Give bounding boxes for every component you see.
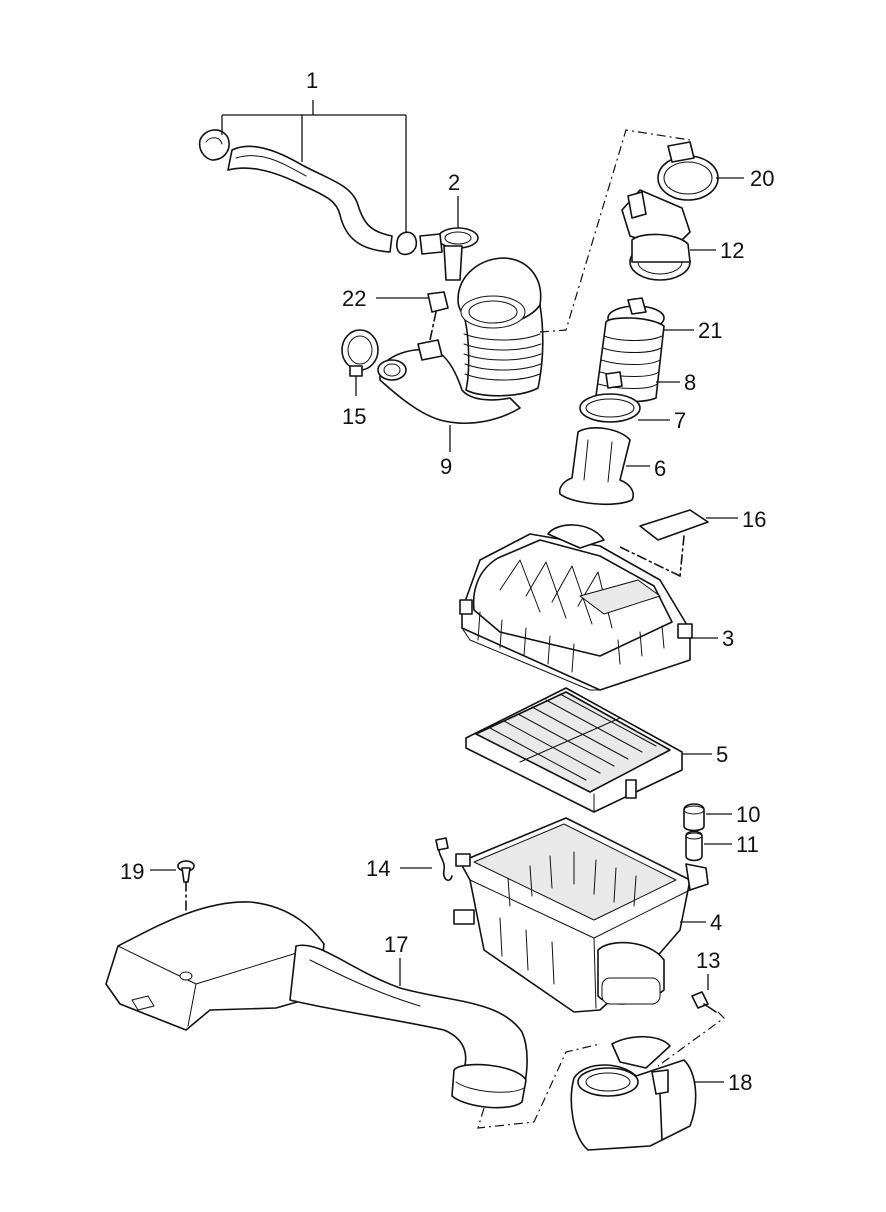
callout-22: 22 xyxy=(342,286,366,311)
callout-3: 3 xyxy=(722,626,734,651)
part-16-label xyxy=(617,509,709,577)
callout-17: 17 xyxy=(384,932,408,957)
part-7-hose-clamp xyxy=(579,393,641,423)
part-18-resonator xyxy=(570,1035,697,1151)
part-9-intake-duct xyxy=(377,257,544,425)
part-13-bolt xyxy=(691,991,717,1013)
part-20-hose-clamp xyxy=(657,141,719,201)
callout-1: 1 xyxy=(306,68,318,93)
part-2-pcv-fitting xyxy=(419,227,479,281)
part-12-air-flow-sensor xyxy=(621,189,691,281)
callout-9: 9 xyxy=(440,454,452,479)
callout-16: 16 xyxy=(742,507,766,532)
part-14-clip xyxy=(435,837,453,882)
callout-19: 19 xyxy=(120,859,144,884)
callout-12: 12 xyxy=(720,238,744,263)
callout-8: 8 xyxy=(684,370,696,395)
part-3-air-cleaner-cover xyxy=(459,524,693,691)
callout-13: 13 xyxy=(696,948,720,973)
callout-15: 15 xyxy=(342,404,366,429)
callout-2: 2 xyxy=(448,170,460,195)
part-11-collar xyxy=(685,830,703,862)
part-8-intake-hose xyxy=(595,317,665,403)
callout-6: 6 xyxy=(654,456,666,481)
callout-5: 5 xyxy=(716,742,728,767)
callout-7: 7 xyxy=(674,408,686,433)
callout-10: 10 xyxy=(736,802,760,827)
callout-20: 20 xyxy=(750,166,774,191)
part-17-air-intake-duct xyxy=(105,901,528,1109)
callout-4: 4 xyxy=(710,910,722,935)
part-4-air-cleaner-body xyxy=(453,817,709,1013)
part-10-grommet xyxy=(683,803,705,832)
part-15-hose-clamp xyxy=(341,329,379,377)
part-1-breather-hose xyxy=(198,129,418,256)
callout-21: 21 xyxy=(698,318,722,343)
callout-11: 11 xyxy=(736,832,759,857)
callout-18: 18 xyxy=(728,1070,752,1095)
part-5-air-filter-element xyxy=(465,687,683,813)
callout-14: 14 xyxy=(366,856,390,881)
part-22-clip xyxy=(427,291,449,341)
part-6-intake-duct xyxy=(558,427,635,506)
callout-1-leaders xyxy=(221,100,407,232)
